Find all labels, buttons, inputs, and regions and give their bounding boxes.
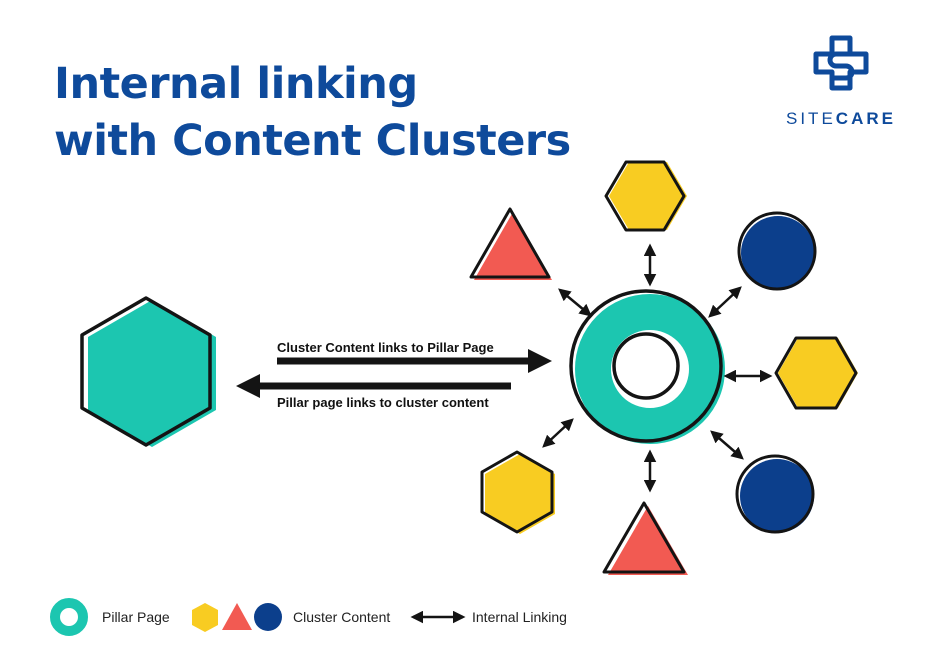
internal-link-arrows — [542, 243, 773, 493]
arrow-to-pillar-page — [277, 349, 552, 373]
legend-circle-icon — [254, 603, 282, 631]
cluster-circle-top-right — [737, 211, 817, 291]
arrow-bottom-label: Pillar page links to cluster content — [277, 395, 489, 410]
link-arrow-bottom-left — [542, 418, 574, 448]
link-arrow-bottom-right — [710, 430, 744, 460]
legend-pillar-icon — [50, 598, 88, 636]
cluster-triangle-bottom — [602, 501, 688, 575]
legend: Pillar Page Cluster Content Internal Lin… — [50, 598, 567, 636]
legend-triangle-icon — [222, 603, 252, 630]
cluster-hexagon-top — [604, 160, 687, 232]
cluster-hexagon-bottom-left — [480, 450, 555, 534]
sitecare-s-cross-icon — [813, 35, 869, 91]
link-arrow-top-right — [708, 286, 742, 318]
arrow-top-label: Cluster Content links to Pillar Page — [277, 340, 494, 355]
title-line-2: with Content Clusters — [54, 116, 571, 166]
link-arrow-top-left — [558, 288, 592, 317]
cluster-circle-bottom-right — [735, 454, 815, 534]
pillar-ring — [569, 289, 725, 444]
legend-hexagon-icon — [192, 603, 218, 632]
logo-word-bold: CARE — [835, 109, 896, 128]
title-line-1: Internal linking — [54, 59, 418, 109]
arrow-to-cluster-content — [236, 374, 511, 398]
cluster-hexagon-right — [774, 336, 858, 410]
logo-wordmark: SITECARE — [786, 109, 896, 129]
cluster-triangle-top-left — [469, 207, 552, 280]
logo-word-light: SITE — [786, 109, 836, 128]
legend-linking-label: Internal Linking — [472, 609, 567, 625]
pillar-hexagon — [80, 296, 216, 447]
legend-cluster-label: Cluster Content — [293, 609, 390, 625]
legend-pillar-label: Pillar Page — [102, 609, 170, 625]
page-title: Internal linking with Content Clusters — [54, 56, 571, 170]
